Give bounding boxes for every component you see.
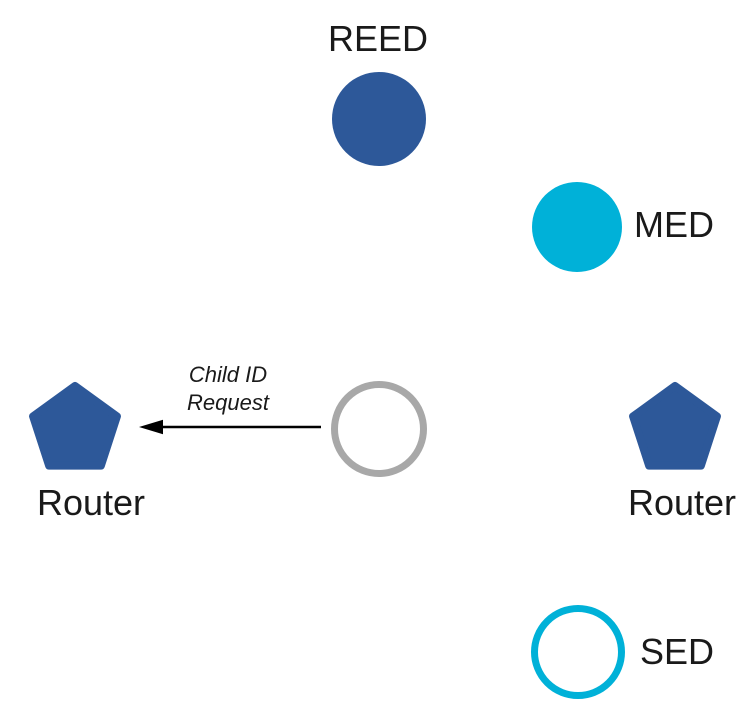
arrow-head [139,419,163,435]
message-line1: Child ID [188,362,268,387]
router-right-pentagon-shape [629,382,721,470]
child-id-request-arrow [139,419,321,435]
router-left-label: Router [36,482,146,523]
sed-node-circle [531,605,625,699]
router-left-pentagon-shape [29,382,121,470]
sed-label: SED [640,631,715,672]
child-id-request-label: Child ID Request [187,361,269,417]
med-label: MED [634,204,714,245]
reed-label: REED [327,18,429,59]
router-right-label: Router [627,482,737,523]
router-right-pentagon [629,382,721,470]
joining-node-circle [331,381,427,477]
med-node-circle [532,182,622,272]
message-line2: Request [187,390,269,415]
reed-node-circle [332,72,426,166]
router-left-pentagon [29,382,121,470]
